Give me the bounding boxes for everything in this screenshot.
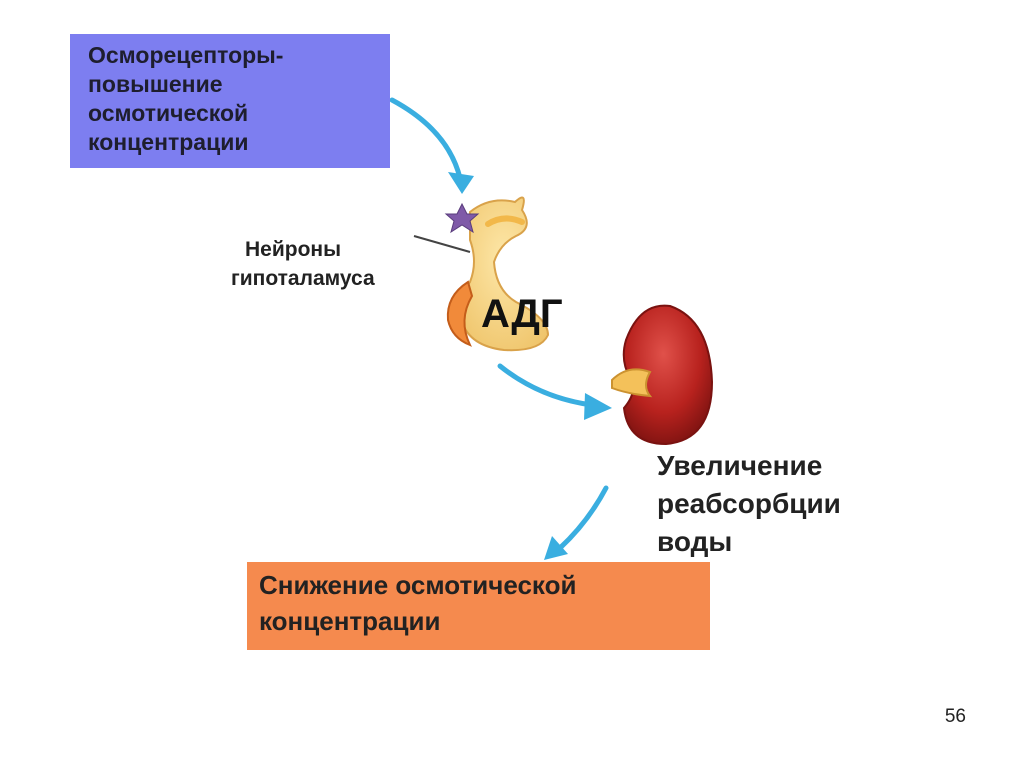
kidney-illustration: [611, 304, 714, 446]
arrow-osmoreceptors-to-hypothalamus: [389, 97, 474, 194]
neurons-line: гипоталамуса: [231, 267, 375, 290]
neuron-star-icon: [444, 202, 480, 234]
arrow-to-lower-concentration: [544, 485, 609, 560]
reabsorption-line: Увеличение: [657, 450, 823, 481]
lower-concentration-box: Снижение осмотической концентрации: [247, 562, 710, 650]
page-number: 56: [944, 706, 966, 727]
arrow-adh-to-kidney: [497, 363, 612, 420]
osmoreceptors-line: повышение: [88, 71, 223, 97]
hypothalamus-neurons-label: Нейроны гипоталамуса: [231, 235, 375, 293]
reabsorption-line: воды: [657, 526, 733, 557]
reabsorption-line: реабсорбции: [657, 488, 841, 519]
lower-concentration-line: Снижение осмотической: [259, 570, 577, 600]
water-reabsorption-label: Увеличение реабсорбции воды: [657, 447, 841, 561]
neurons-line: Нейроны: [245, 238, 342, 261]
adh-label: АДГ: [481, 292, 563, 336]
lower-concentration-line: концентрации: [259, 606, 441, 636]
pituitary-gland-illustration: [413, 196, 550, 352]
osmoreceptors-box: Осморецепторы- повышение осмотической ко…: [70, 34, 390, 168]
osmoreceptors-line: осмотической: [88, 100, 249, 126]
osmoreceptors-line: концентрации: [88, 129, 249, 155]
osmoreceptors-line: Осморецепторы-: [88, 42, 284, 68]
